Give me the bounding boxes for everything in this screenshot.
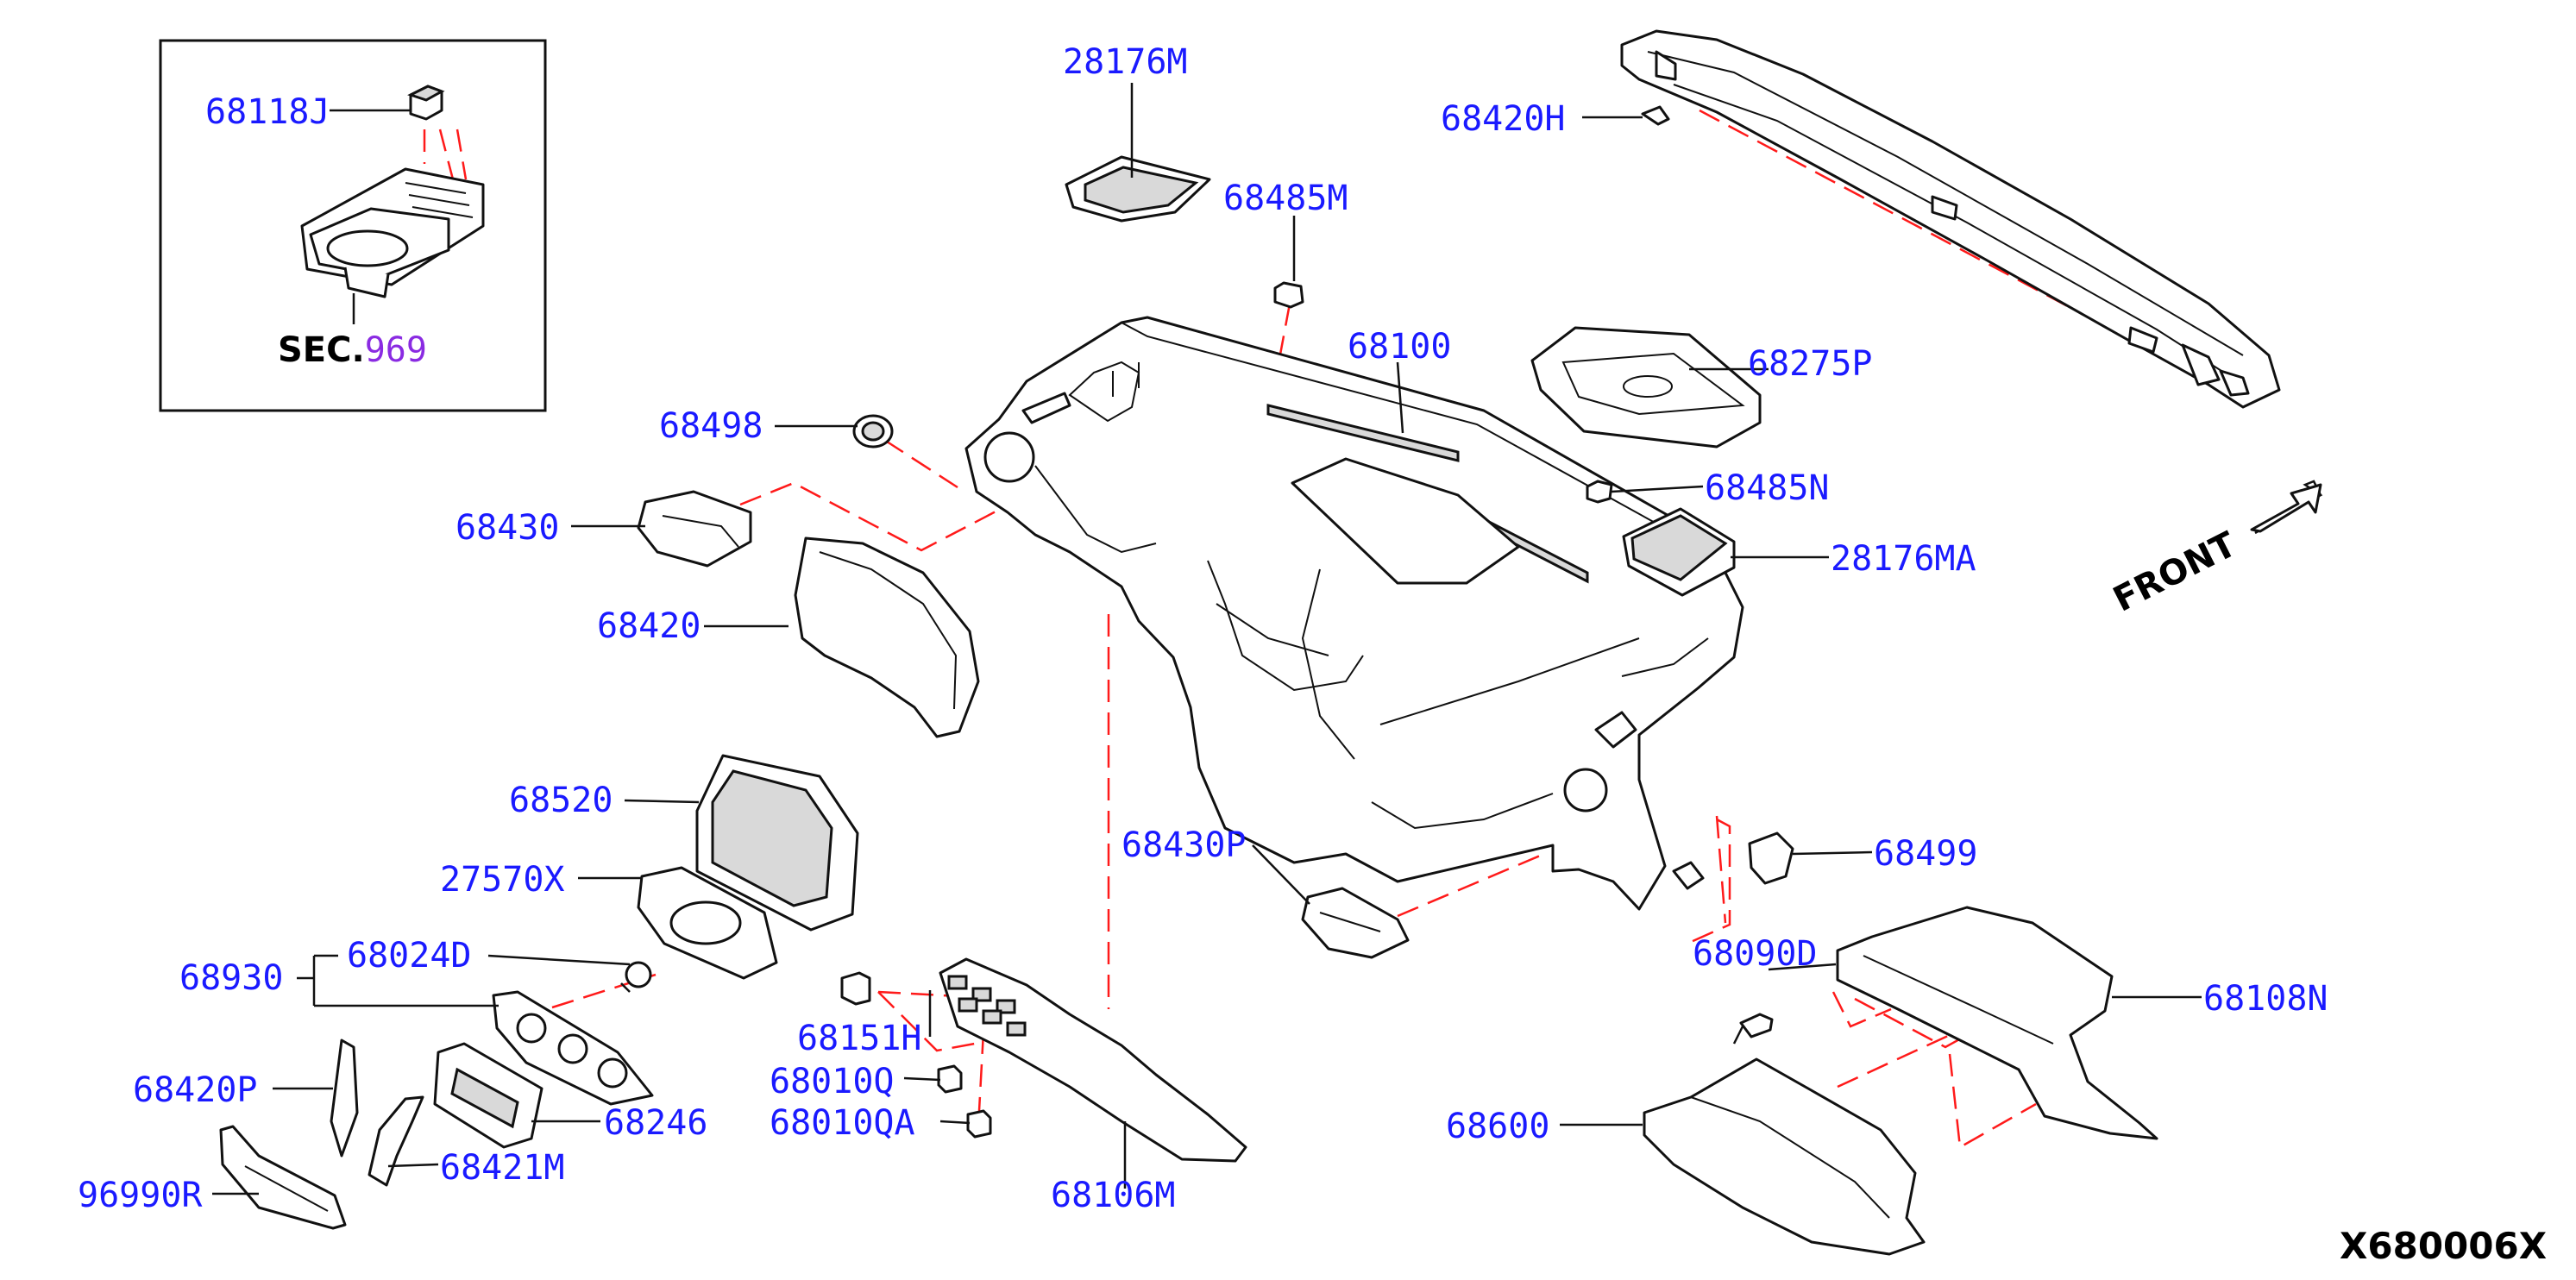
part-68600-glovebox xyxy=(1643,1057,1926,1256)
part-68118J-clip xyxy=(407,85,445,121)
part-68930-control xyxy=(492,990,654,1106)
part-68246-panel xyxy=(433,1042,543,1149)
part-68485N-clip xyxy=(1586,480,1613,504)
label-27570X[interactable]: 27570X xyxy=(440,860,565,900)
label-68108N[interactable]: 68108N xyxy=(2203,979,2328,1019)
label-68499[interactable]: 68499 xyxy=(1874,834,1978,874)
part-28176MA-panel xyxy=(1622,507,1736,597)
label-68106M[interactable]: 68106M xyxy=(1051,1176,1176,1215)
label-68118J[interactable]: 68118J xyxy=(205,92,330,132)
label-68090D[interactable]: 68090D xyxy=(1693,934,1818,974)
label-68420[interactable]: 68420 xyxy=(597,606,701,646)
part-68420H-bracket xyxy=(1641,105,1670,126)
part-inset-console xyxy=(300,167,485,298)
label-68520[interactable]: 68520 xyxy=(509,781,613,820)
label-28176MA[interactable]: 28176MA xyxy=(1831,539,1976,579)
part-cross-member xyxy=(1620,29,2281,409)
sec-prefix: SEC. xyxy=(278,330,365,370)
part-68499-knob xyxy=(1748,831,1794,885)
label-68246[interactable]: 68246 xyxy=(604,1103,708,1143)
label-68024D[interactable]: 68024D xyxy=(347,936,472,976)
inset-frame xyxy=(159,39,547,412)
sec-number[interactable]: 969 xyxy=(364,330,427,370)
part-27570X-bezel xyxy=(637,866,778,980)
part-96990R-tray xyxy=(219,1125,347,1230)
part-68108N-lid xyxy=(1836,906,2158,1140)
part-68010Q-switch xyxy=(937,1064,963,1094)
part-68430-bracket xyxy=(637,490,752,568)
part-68420P-trim xyxy=(330,1038,359,1158)
label-68010QA[interactable]: 68010QA xyxy=(770,1103,915,1143)
part-68520-finisher xyxy=(695,754,859,932)
label-68421M[interactable]: 68421M xyxy=(440,1148,565,1188)
part-68275P-tray xyxy=(1530,326,1762,449)
part-68498-vent xyxy=(852,414,894,449)
label-68485M[interactable]: 68485M xyxy=(1223,179,1348,218)
label-68100[interactable]: 68100 xyxy=(1348,327,1452,367)
label-68010Q[interactable]: 68010Q xyxy=(770,1062,895,1101)
label-68498[interactable]: 68498 xyxy=(659,406,763,446)
label-28176M[interactable]: 28176M xyxy=(1063,42,1188,82)
part-28176M-panel xyxy=(1065,155,1211,223)
part-68151H-clip xyxy=(840,971,871,1006)
part-68010QA-switch xyxy=(966,1109,992,1139)
label-96990R[interactable]: 96990R xyxy=(78,1176,203,1215)
label-68275P[interactable]: 68275P xyxy=(1748,344,1873,384)
label-68600[interactable]: 68600 xyxy=(1446,1107,1550,1146)
part-68106M-console xyxy=(939,957,1247,1163)
label-68151H[interactable]: 68151H xyxy=(797,1019,922,1058)
part-68024D-screw xyxy=(620,961,652,993)
label-68420P[interactable]: 68420P xyxy=(133,1070,258,1110)
label-68420H[interactable]: 68420H xyxy=(1441,99,1566,139)
part-68090D-screw xyxy=(1732,1013,1774,1045)
part-68420-cluster-hood xyxy=(794,536,980,738)
label-68485N[interactable]: 68485N xyxy=(1705,468,1830,508)
label-68430P[interactable]: 68430P xyxy=(1122,825,1247,865)
diagram-code: X680006X xyxy=(2340,1225,2548,1267)
part-68430P-bracket xyxy=(1301,887,1410,959)
leader-lines xyxy=(212,83,2202,1195)
label-68430[interactable]: 68430 xyxy=(456,508,560,548)
sec-reference[interactable]: SEC.969 xyxy=(278,333,427,367)
front-arrow-icon xyxy=(2250,480,2323,535)
label-68930[interactable]: 68930 xyxy=(179,958,284,998)
part-68485M-clip xyxy=(1273,281,1304,309)
part-68421M-trim xyxy=(368,1095,424,1187)
